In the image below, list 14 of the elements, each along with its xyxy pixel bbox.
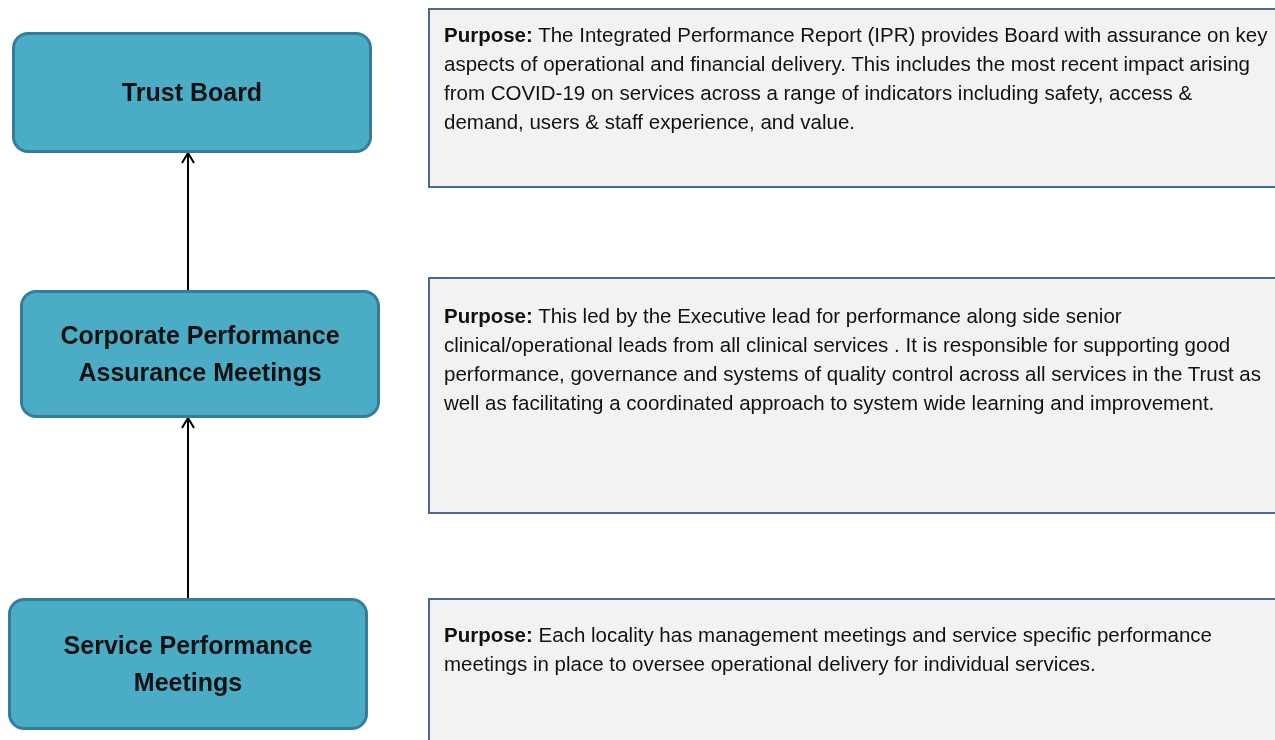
node-title: Service Performance Meetings: [62, 629, 314, 698]
node-title: Corporate Performance Assurance Meetings: [59, 319, 341, 388]
description-text: Purpose: This led by the Executive lead for performance along side senior clinical/operational leads from all clinical services . It is responsible for supporting good performance, governance and systems of quality control across all services in the Trust as well as facilitating a coordinated approach to system wide learning and improvement.: [444, 303, 1262, 417]
description-box: [428, 598, 1275, 740]
process-box: [8, 598, 368, 730]
description-box: [428, 277, 1275, 514]
description-text: Purpose: The Integrated Performance Report (IPR) provides Board with assurance on key aspects of operational and financial delivery. This includes the most recent impact arising from COVID-19 on services across a range of indicators including safety, access & demand, users & staff experience, and value.: [444, 22, 1269, 136]
process-box: [20, 290, 380, 418]
arrow: [181, 417, 195, 599]
description-text: Purpose: Each locality has management meetings and service specific performance meetings in place to oversee operational delivery for individual services.: [444, 622, 1213, 678]
description-box: [428, 8, 1275, 188]
process-box: [12, 32, 372, 153]
node-title: Trust Board: [121, 76, 263, 108]
arrow: [181, 152, 195, 291]
